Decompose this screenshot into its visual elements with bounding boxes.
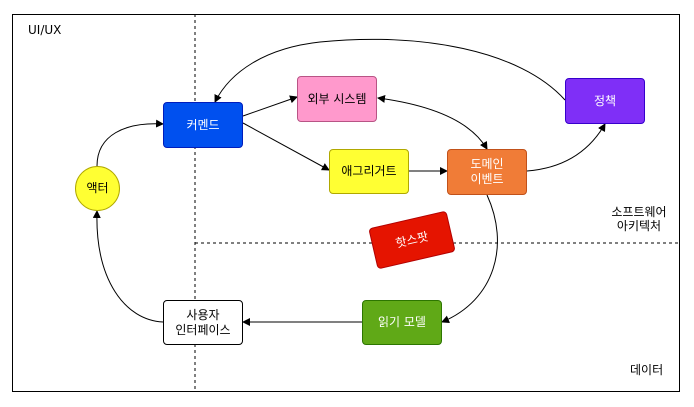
arrow-event-to-read-model [441, 194, 498, 324]
arrow-command-to-external-system [242, 95, 298, 117]
arrow-ui-to-actor [92, 210, 164, 323]
domain-event-node: 도메인 이벤트 [447, 149, 527, 195]
user-interface-node: 사용자 인터페이스 [163, 300, 243, 345]
aggregate-node: 애그리거트 [329, 149, 409, 194]
policy-node: 정책 [565, 78, 645, 124]
external-system-node: 외부 시스템 [297, 76, 377, 122]
zone-label-uiux: UI/UX [28, 23, 62, 37]
zone-label-software-architecture: 소프트웨어 아키텍처 [611, 205, 667, 234]
arrow-command-to-aggregate [242, 122, 330, 171]
arrow-actor-to-command [96, 119, 164, 167]
diagram-frame [12, 14, 680, 392]
arrow-external-system-event-bidirectional [377, 94, 488, 150]
arrow-event-to-policy [526, 123, 606, 172]
zone-label-data: 데이터 [630, 363, 664, 377]
command-node: 커멘드 [163, 102, 243, 148]
actor-node: 액터 [75, 166, 120, 211]
read-model-node: 읽기 모델 [362, 300, 442, 345]
arrow-policy-to-command [214, 38, 566, 103]
